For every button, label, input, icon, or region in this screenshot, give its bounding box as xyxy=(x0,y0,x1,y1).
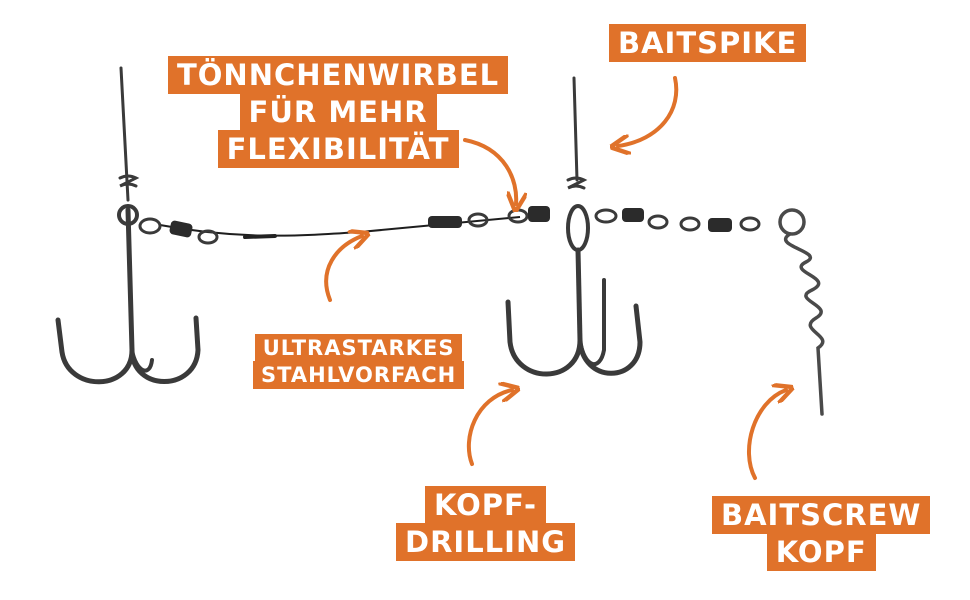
label-baitspike: BAITSPIKE xyxy=(609,24,807,62)
label-toennchenwirbel: TÖNNCHENWIRBEL FÜR MEHR FLEXIBILITÄT xyxy=(168,56,509,168)
label-kopfdrilling: KOPF- DRILLING xyxy=(396,486,576,561)
callout-arrows xyxy=(324,76,786,480)
treble-hook-head xyxy=(505,76,643,377)
barrel-swivel xyxy=(428,216,462,228)
bait-screw xyxy=(778,208,825,416)
label-stahlvorfach: ULTRASTARKES STAHLVORFACH xyxy=(253,334,465,389)
label-baitscrew-kopf: BAITSCREW KOPF xyxy=(712,496,931,571)
treble-hook-left xyxy=(55,66,201,385)
